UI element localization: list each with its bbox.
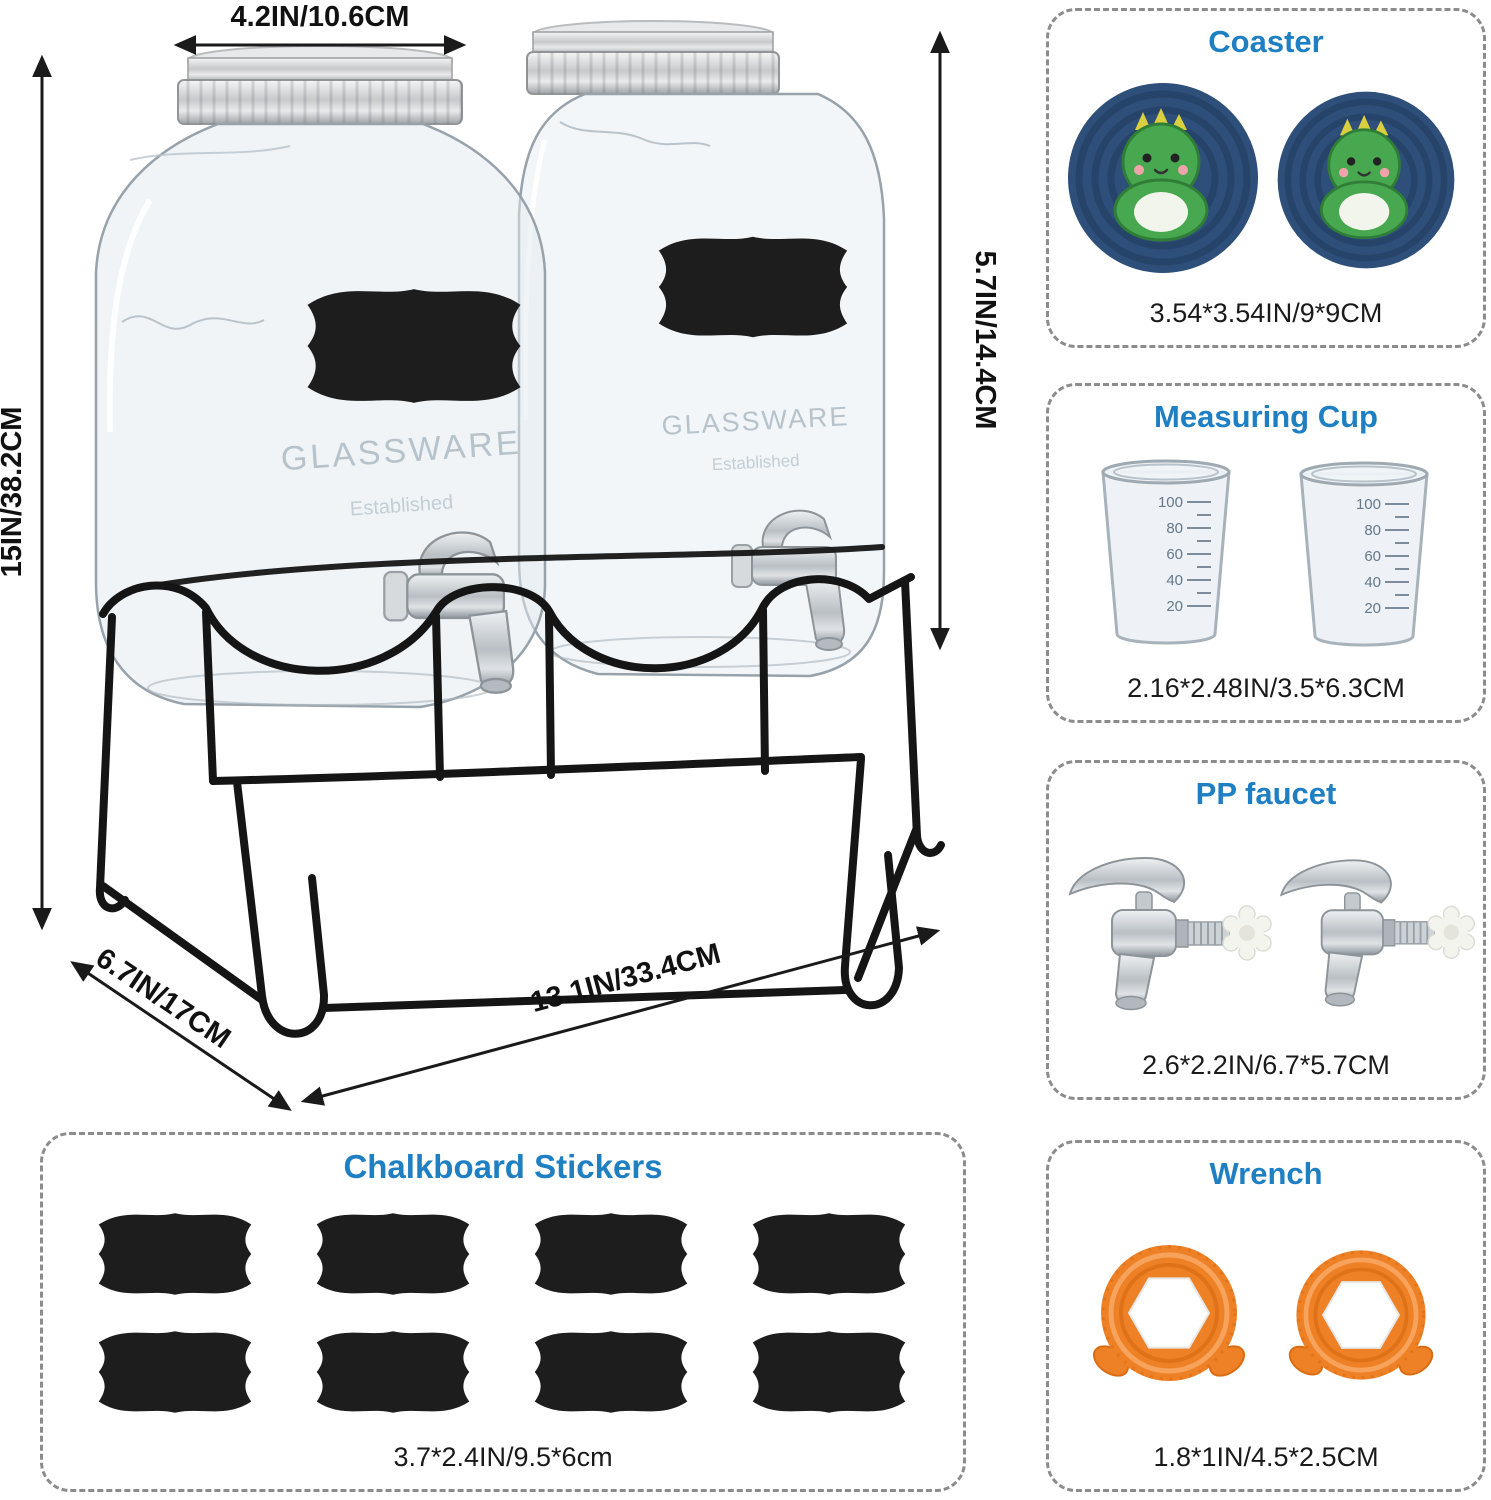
panel-pp-faucet: PP faucet — [1046, 760, 1486, 1100]
wrench-figure — [1061, 1217, 1471, 1417]
dim-jar-height-label: 5.7IN/14.4CM — [969, 251, 1001, 430]
measuring-cup-size: 2.16*2.48IN/3.5*6.3CM — [1127, 673, 1405, 703]
coaster-title: Coaster — [1208, 24, 1324, 59]
measuring-cup-figure: 100 80 60 40 20 — [1101, 459, 1429, 647]
chalkboard-stickers-title: Chalkboard Stickers — [343, 1148, 663, 1185]
panel-wrench: Wrench 1.8*1IN/4.5*2.5CM — [1046, 1140, 1486, 1492]
dim-lid-width-label: 4.2IN/10.6CM — [231, 1, 410, 33]
sticker — [534, 1212, 688, 1295]
wrench-title: Wrench — [1209, 1156, 1323, 1191]
chalkboard-label-right — [658, 236, 848, 338]
wrench-size: 1.8*1IN/4.5*2.5CM — [1153, 1442, 1379, 1472]
jar-left-lid — [177, 45, 463, 125]
pp-faucet-title: PP faucet — [1195, 776, 1337, 811]
jar-right-embossed-sub: Established — [711, 451, 800, 475]
dim-depth-arrow — [70, 961, 292, 1111]
dispenser-illustration: GLASSWARE Established GLASSWARE Establis… — [0, 1, 1001, 1111]
sticker — [98, 1212, 252, 1295]
wrench-left — [1089, 1245, 1250, 1382]
coaster-size: 3.54*3.54IN/9*9CM — [1149, 298, 1383, 328]
pp-faucet-size: 2.6*2.2IN/6.7*5.7CM — [1142, 1050, 1390, 1080]
jar-right-lid — [526, 20, 780, 95]
panel-coaster: Coaster — [1046, 8, 1486, 348]
measuring-cup-title: Measuring Cup — [1154, 399, 1378, 434]
jar-left: GLASSWARE Established — [94, 45, 547, 709]
dim-width-arrow — [300, 926, 941, 1106]
chalkboard-stickers-size: 3.7*2.4IN/9.5*6cm — [393, 1441, 613, 1472]
coaster-left — [1068, 83, 1258, 273]
sticker — [752, 1330, 906, 1413]
panel-chalkboard-stickers: Chalkboard Stickers 3.7*2.4IN/9.5*6cm — [40, 1132, 966, 1492]
sticker — [316, 1212, 470, 1295]
sticker — [98, 1330, 252, 1413]
faucet-left — [1069, 856, 1272, 1011]
chalkboard-label-left — [307, 289, 521, 403]
measuring-cup-left — [1101, 459, 1231, 645]
dim-total-height-label: 15IN/38.2CM — [0, 407, 28, 578]
sticker — [534, 1330, 688, 1413]
sticker — [752, 1212, 906, 1295]
measuring-cup-right — [1299, 461, 1429, 647]
faucet-right — [1280, 858, 1476, 1007]
pp-faucet-figure — [1069, 856, 1476, 1011]
sticker-row-1 — [98, 1212, 906, 1295]
coaster-right — [1278, 92, 1455, 269]
wrench-right — [1285, 1250, 1438, 1380]
panel-measuring-cup: Measuring Cup 100 80 60 40 — [1046, 383, 1486, 723]
dim-width-label: 13.1IN/33.4CM — [527, 938, 724, 1019]
dim-depth-label: 6.7IN/17CM — [90, 942, 236, 1055]
dimension-arrows — [32, 30, 950, 1111]
sticker-row-2 — [98, 1330, 906, 1413]
chalkboard-stickers-figure — [98, 1212, 906, 1413]
coaster-figure — [1061, 76, 1471, 281]
sticker — [316, 1330, 470, 1413]
